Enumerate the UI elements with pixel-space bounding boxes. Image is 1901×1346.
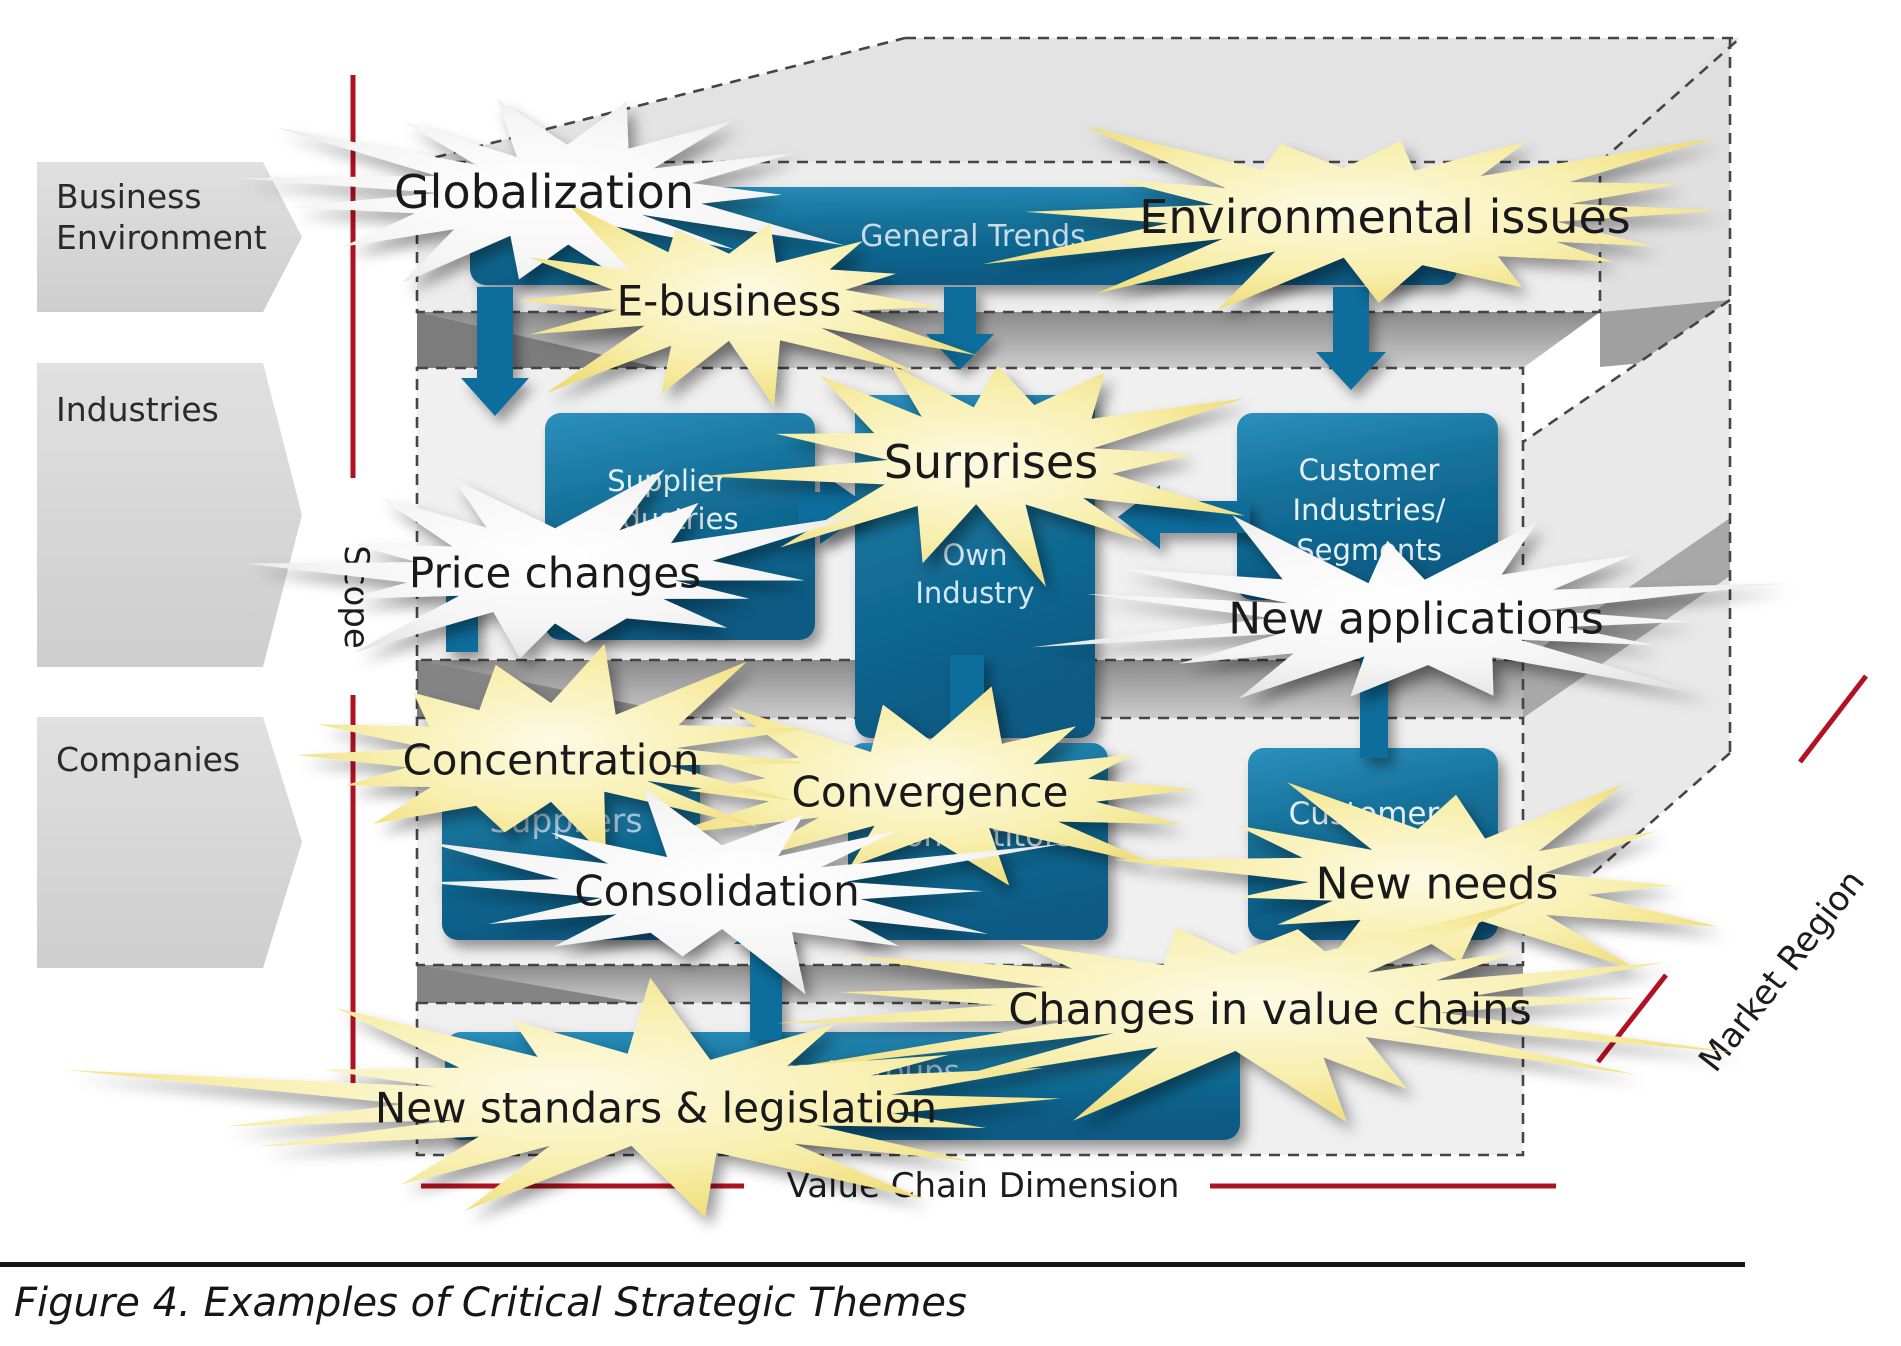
theme-new-standars-legislation: New standars & legislation <box>374 1083 938 1133</box>
theme-new-needs: New needs <box>1315 858 1559 910</box>
theme-convergence: Convergence <box>791 767 1069 817</box>
burst-price-changes <box>245 469 861 659</box>
market-region-line-lower <box>1596 973 1668 1064</box>
industries-pentagon <box>37 363 302 667</box>
burst-new-standars-legislation <box>64 977 1061 1218</box>
companies-pentagon <box>37 717 302 968</box>
theme-environmental-issues: Environmental issues <box>1139 190 1631 244</box>
gap-c-wedge <box>417 965 640 1003</box>
theme-price-changes: Price changes <box>408 548 702 598</box>
burst-changes-in-value-chains <box>773 899 1734 1123</box>
level-industries: Industries <box>56 390 219 429</box>
theme-surprises: Surprises <box>883 435 1099 489</box>
caption-rule <box>0 1262 1745 1267</box>
theme-concentration: Concentration <box>402 735 700 785</box>
theme-consolidation: Consolidation <box>574 866 860 916</box>
theme-e-business: E-business <box>616 276 842 326</box>
theme-changes-in-value-chains: Changes in value chains <box>1008 985 1532 1035</box>
burst-concentration <box>296 644 809 858</box>
level-pentagons <box>37 162 302 968</box>
burst-new-needs <box>1114 782 1719 990</box>
theme-globalization: Globalization <box>394 165 694 219</box>
market-region-line-upper <box>1798 674 1868 764</box>
burst-environmental-issues <box>982 125 1721 311</box>
customer-industries-label: Customer Industries/ Segments <box>1292 453 1446 567</box>
slab1-top-face <box>417 38 1740 162</box>
level-companies: Companies <box>56 740 241 779</box>
level-business-environment: Business Environment <box>56 177 267 257</box>
business-environment-pentagon <box>37 162 302 312</box>
arrow-right-supplier-to-own <box>798 472 872 544</box>
burst-e-business <box>517 201 977 407</box>
own-industry-label: Own Industry <box>915 538 1035 610</box>
theme-new-applications: New applications <box>1228 593 1604 645</box>
figure-caption: Figure 4. Examples of Critical Strategic… <box>14 1280 967 1326</box>
burst-convergence <box>665 686 1195 886</box>
burst-new-applications <box>1031 515 1785 699</box>
arrow-down-left <box>461 287 529 416</box>
burst-globalization <box>236 99 845 302</box>
burst-surprises <box>701 365 1245 587</box>
burst-consolidation <box>421 787 1063 995</box>
arrow-down-right <box>1316 287 1386 390</box>
